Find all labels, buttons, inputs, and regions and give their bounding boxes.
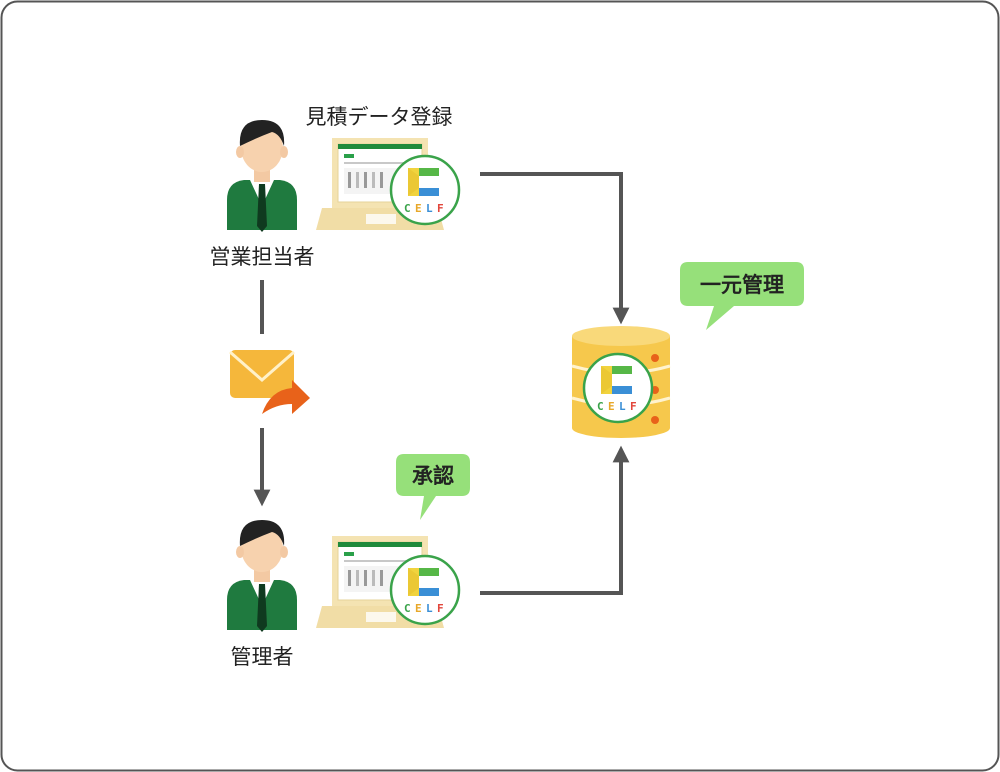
approval-bubble: 承認 [396,454,470,520]
arrow-manager-to-database [480,445,630,595]
celf-logo-icon [389,554,461,626]
connector-lines [253,172,630,595]
celf-logo-icon [389,154,461,226]
register-estimate-label: 見積データ登録 [306,105,453,129]
sales-rep-label: 営業担当者 [210,245,315,269]
mail-forward-icon [229,350,310,414]
central-management-text: 一元管理 [700,273,784,297]
manager-label: 管理者 [231,645,294,669]
arrow-sales-to-database [480,172,630,325]
central-management-bubble: 一元管理 [680,262,804,330]
approval-text: 承認 [412,464,454,488]
celf-logo-icon [582,352,654,424]
